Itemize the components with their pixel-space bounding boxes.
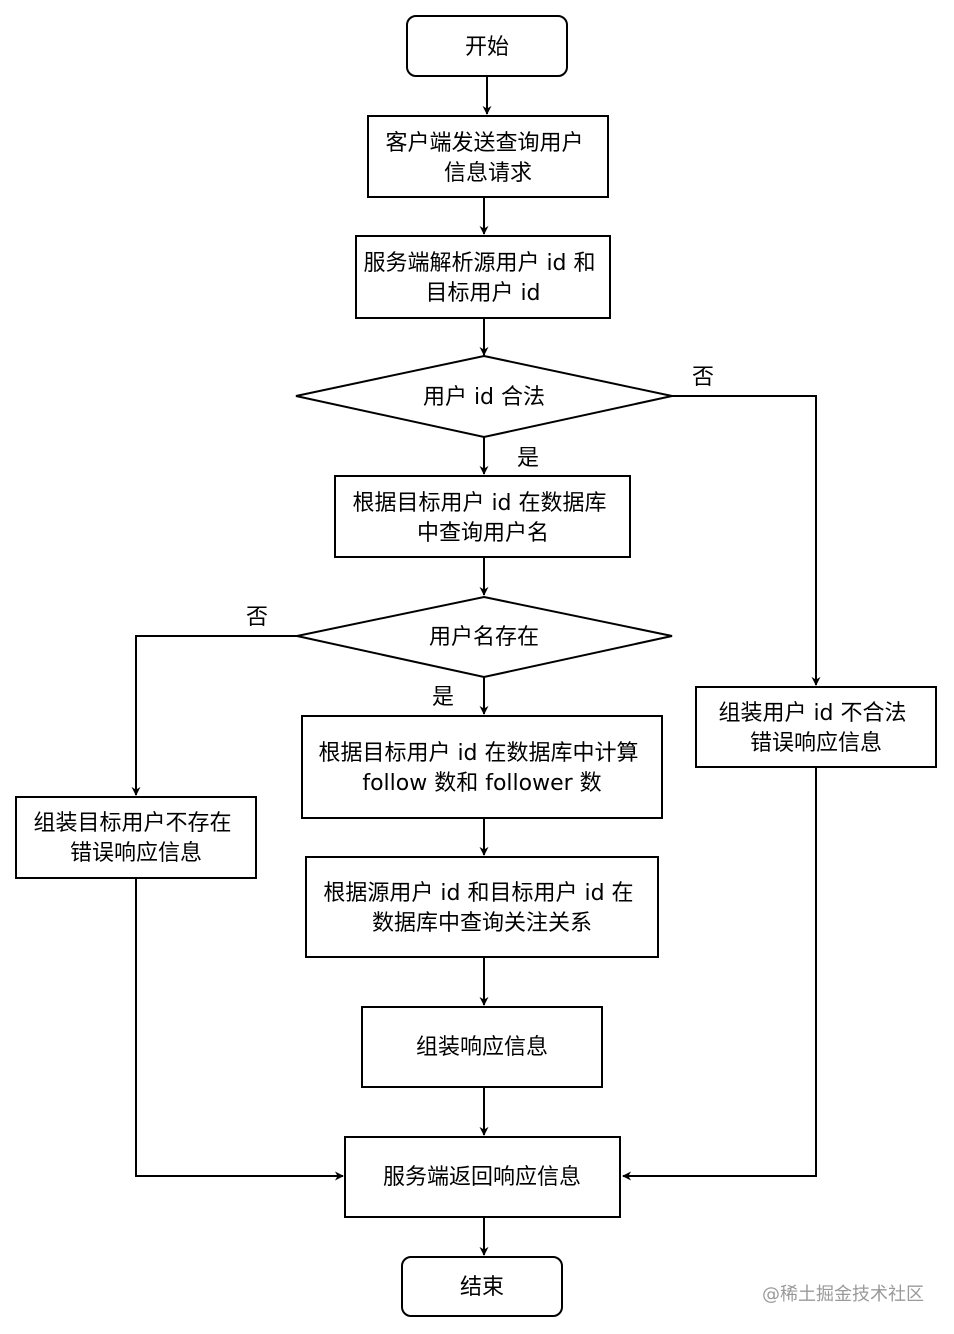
query-relation-label: 根据源用户 id 和目标用户 id 在 数据库中查询关注关系 [323,881,640,936]
end-label: 结束 [460,1275,504,1300]
end-terminal [401,1256,563,1317]
edge-invalid-to-return [622,767,817,1181]
edge-exists-no [131,635,297,796]
edge-label-id-valid-no: 否 [692,365,714,390]
id-invalid-error-box [695,686,937,768]
send-request-label: 客户端发送查询用户 信息请求 [385,131,590,186]
watermark: @稀土掘金技术社区 [762,1284,924,1305]
return-response-box [344,1136,621,1218]
query-relation-box [305,856,659,958]
query-username-label: 根据目标用户 id 在数据库 中查询用户名 [352,491,613,546]
user-not-exist-error-label: 组装目标用户不存在 错误响应信息 [33,811,238,866]
id-invalid-error-label: 组装用户 id 不合法 错误响应信息 [718,701,913,756]
calc-follow-label: 根据目标用户 id 在数据库中计算 follow 数和 follower 数 [318,741,645,796]
edge-label-user-exists-no: 否 [246,605,268,630]
start-label: 开始 [465,35,509,60]
parse-ids-box [355,235,611,319]
edge-check-no [672,395,821,686]
assemble-response-label: 组装响应信息 [416,1035,548,1060]
check-id-valid-decision [295,354,673,439]
check-user-exists-label: 用户名存在 [429,625,539,650]
send-request-box [367,115,609,198]
user-not-exist-error-box [15,796,257,879]
calc-follow-box [301,715,663,819]
return-response-label: 服务端返回响应信息 [383,1165,581,1190]
assemble-response-box [361,1006,603,1088]
edge-label-id-valid-yes: 是 [517,446,539,471]
check-user-exists-decision [296,595,673,679]
edge-notexist-to-return [135,878,344,1181]
check-id-valid-label: 用户 id 合法 [423,385,545,410]
start-terminal [406,15,568,77]
query-username-box [334,475,631,558]
parse-ids-label: 服务端解析源用户 id 和 目标用户 id [363,251,602,306]
edge-label-user-exists-yes: 是 [432,685,454,710]
